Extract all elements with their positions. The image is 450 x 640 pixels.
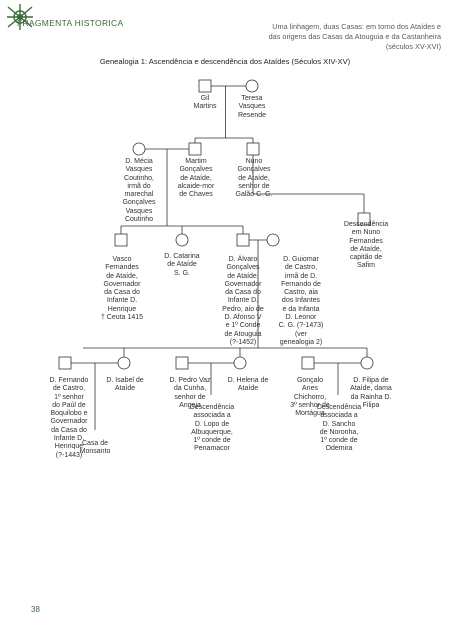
male-symbol-desc-nuno [357,212,371,226]
female-symbol-teresa [245,79,259,93]
female-symbol-mecia [132,142,146,156]
person-mecia: D. Mécia Vasques Coutinho, irmã do marec… [122,158,156,224]
running-header-title: Uma linhagem, duas Casas: em torno dos A… [268,22,441,51]
person-helena: D. Helena de Ataíde [227,377,269,393]
female-symbol-catarina [175,233,189,247]
male-symbol-vasco [114,233,128,247]
descendancy-helena: Descendência associada a D. Lopo de Albu… [189,404,235,453]
female-symbol-guiomar [266,233,280,247]
person-alvaro: D. Álvaro Gonçalves de Ataíde, Governado… [222,256,264,346]
descendancy-filipa: Descendência associada a D. Sancho de No… [316,404,362,453]
person-pedro: D. Pedro Vaz da Cunha, senhor de Angeja [169,377,211,409]
person-isabel: D. Isabel de Ataíde [106,377,144,393]
person-martim: Martim Gonçalves de Ataíde, alcaide-mor … [177,158,215,199]
male-symbol-pedro [175,356,189,370]
male-symbol-martim [188,142,202,156]
person-filipa: D. Filipa de Ataíde, dama da Rainha D. F… [350,377,392,409]
male-symbol-fernando [58,356,72,370]
descendancy-nuno: Descendência em Nuno Fernandes de Ataíde… [343,221,389,270]
male-symbol-goncalo [301,356,315,370]
casa-de-monsanto: Casa de Monsanto [79,440,111,456]
male-symbol-alvaro [236,233,250,247]
person-nuno: Nuno Gonçalves de Ataíde, senhor de Galã… [235,158,273,199]
person-vasco: Vasco Fernandes de Ataíde, Governador da… [100,256,144,322]
person-goncalo: Gonçalo Anes Chichorro, 3º senhor de Mor… [290,377,330,418]
page-number: 38 [31,605,40,614]
female-symbol-helena [233,356,247,370]
brand-name: FRAGMENTA HISTORICA [17,18,124,28]
person-fernando: D. Fernando de Castro, 1º senhor do Paúl… [49,377,89,459]
person-gil: Gil Martins [193,95,217,111]
male-symbol-gil [198,79,212,93]
male-symbol-nuno [246,142,260,156]
female-symbol-filipa [360,356,374,370]
person-guiomar: D. Guiomar de Castro, irmã de D. Fernand… [278,256,324,346]
person-teresa: Teresa Vasques Resende [237,95,267,119]
person-catarina: D. Catarina de Ataíde S. G. [164,253,200,277]
female-symbol-isabel [117,356,131,370]
genealogy-title: Genealogia 1: Ascendência e descendência… [99,57,351,66]
fragmenta-historica-logo [7,4,33,30]
